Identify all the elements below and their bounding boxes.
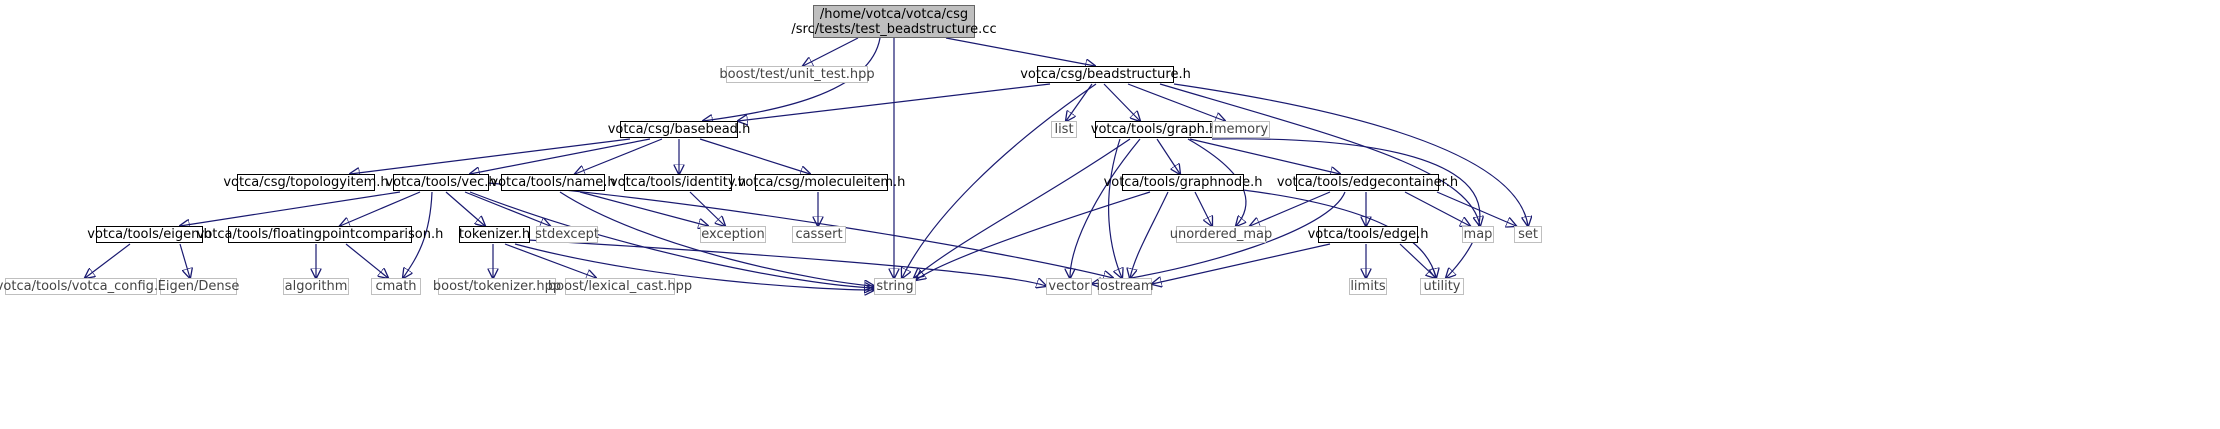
edge-basebead-moleculeitem	[699, 138, 810, 174]
node-basebead-h[interactable]: votca/csg/basebead.h	[607, 121, 751, 138]
edge-graph-edgecontainer	[1189, 138, 1340, 174]
node-root-line1: /home/votca/votca/csg	[819, 6, 969, 22]
edge-vec-fpcompare	[340, 191, 421, 226]
edge-edgecontainer-set	[1436, 191, 1516, 226]
node-root-line2: /src/tests/test_beadstructure.cc	[791, 21, 997, 37]
edge-beadstructure-graph	[1103, 83, 1140, 121]
node-eigen-h[interactable]: votca/tools/eigen.h	[87, 226, 212, 243]
node-topologyitem-h[interactable]: votca/csg/topologyitem.h	[223, 174, 389, 191]
edge-beadstructure-string	[902, 83, 1097, 278]
edge-basebead-vec	[470, 138, 651, 174]
edge-tokenizer-string	[514, 243, 874, 290]
node-stdexcept[interactable]: stdexcept	[535, 226, 599, 243]
node-tokenizer-h[interactable]: tokenizer.h	[458, 226, 531, 243]
edge-vec-eigen	[180, 191, 401, 226]
node-algorithm[interactable]: algorithm	[283, 278, 349, 295]
edge-tokenizer-lexical-cast	[504, 243, 596, 278]
node-edge-h[interactable]: votca/tools/edge.h	[1307, 226, 1429, 243]
node-exception[interactable]: exception	[700, 226, 766, 243]
edge-fpcompare-cmath	[345, 243, 388, 278]
node-set[interactable]: set	[1514, 226, 1542, 243]
edge-edge-utility	[1399, 243, 1436, 278]
edge-vec-tokenizer	[445, 191, 485, 226]
node-cassert[interactable]: cassert	[792, 226, 846, 243]
edge-name-exception	[579, 191, 708, 226]
node-map[interactable]: map	[1462, 226, 1494, 243]
edge-basebead-name	[575, 138, 663, 174]
edge-graphnode-string	[916, 191, 1151, 280]
node-identity-h[interactable]: votca/tools/identity.h	[609, 174, 747, 191]
node-test-beadstructure-cc[interactable]: /home/votca/votca/csg /src/tests/test_be…	[791, 5, 997, 38]
node-utility[interactable]: utility	[1420, 278, 1464, 295]
node-moleculeitem-h[interactable]: votca/csg/moleculeitem.h	[737, 174, 906, 191]
edge-beadstructure-set	[1173, 83, 1528, 226]
edge-root-unit	[803, 37, 859, 66]
edge-beadstructure-basebead	[738, 83, 1051, 121]
node-votca-config-h[interactable]: votca/tools/votca_config.h	[0, 278, 167, 295]
edge-graph-unordered-map	[1187, 138, 1246, 226]
node-vector[interactable]: vector	[1046, 278, 1092, 295]
node-string[interactable]: string	[874, 278, 916, 295]
edge-tokenizer-vector	[527, 239, 1046, 286]
node-unordered-map[interactable]: unordered_map	[1169, 226, 1273, 243]
edge-beadstructure-map	[1159, 83, 1480, 226]
node-floatingpointcomparison-h[interactable]: votca/tools/floatingpointcomparison.h	[196, 226, 444, 243]
edge-graphnode-iostream	[1130, 191, 1169, 278]
edge-edgecontainer-vector	[1092, 191, 1346, 284]
edge-graph-string	[914, 138, 1131, 278]
edge-eigen-dense	[179, 243, 190, 278]
edge-edge-iostream	[1152, 243, 1331, 284]
edge-graph-graphnode	[1156, 138, 1180, 174]
edge-identity-exception	[689, 191, 725, 226]
node-beadstructure-h[interactable]: votca/csg/beadstructure.h	[1020, 66, 1191, 83]
edge-vec-cmath	[403, 191, 433, 278]
node-graph-h[interactable]: votca/tools/graph.h	[1090, 121, 1218, 138]
node-cmath[interactable]: cmath	[371, 278, 421, 295]
edge-edgecontainer-unordered-map	[1250, 191, 1331, 226]
edge-root-beadstructure	[945, 37, 1095, 66]
edge-root-basebead	[703, 37, 881, 121]
node-boost-unit-test[interactable]: boost/test/unit_test.hpp	[719, 66, 875, 83]
edge-beadstructure-memory	[1127, 83, 1225, 121]
edge-graph-utility	[1211, 138, 1481, 278]
edge-vec-string	[469, 191, 874, 288]
node-boost-tokenizer[interactable]: boost/tokenizer.hpp	[432, 278, 562, 295]
node-vec-h[interactable]: votca/tools/vec.h	[385, 174, 497, 191]
edge-edgecontainer-map	[1404, 191, 1470, 226]
node-graphnode-h[interactable]: votca/tools/graphnode.h	[1103, 174, 1263, 191]
node-list[interactable]: list	[1051, 121, 1077, 138]
edge-name-string	[559, 191, 874, 286]
edge-basebead-topologyitem	[350, 138, 631, 174]
edge-eigen-votca-config	[85, 243, 131, 278]
node-limits[interactable]: limits	[1349, 278, 1387, 295]
edge-graph-vector	[1070, 138, 1141, 278]
node-eigen-dense[interactable]: Eigen/Dense	[157, 278, 240, 295]
node-iostream[interactable]: iostream	[1096, 278, 1154, 295]
node-name-h[interactable]: votca/tools/name.h	[490, 174, 616, 191]
edge-graphnode-unordered-map	[1194, 191, 1212, 226]
node-memory[interactable]: memory	[1212, 121, 1270, 138]
edge-graph-iostream	[1108, 138, 1122, 278]
node-boost-lexical-cast[interactable]: boost/lexical_cast.hpp	[547, 278, 693, 295]
edge-vec-stdexcept	[464, 191, 550, 226]
node-edgecontainer-h[interactable]: votca/tools/edgecontainer.h	[1276, 174, 1459, 191]
